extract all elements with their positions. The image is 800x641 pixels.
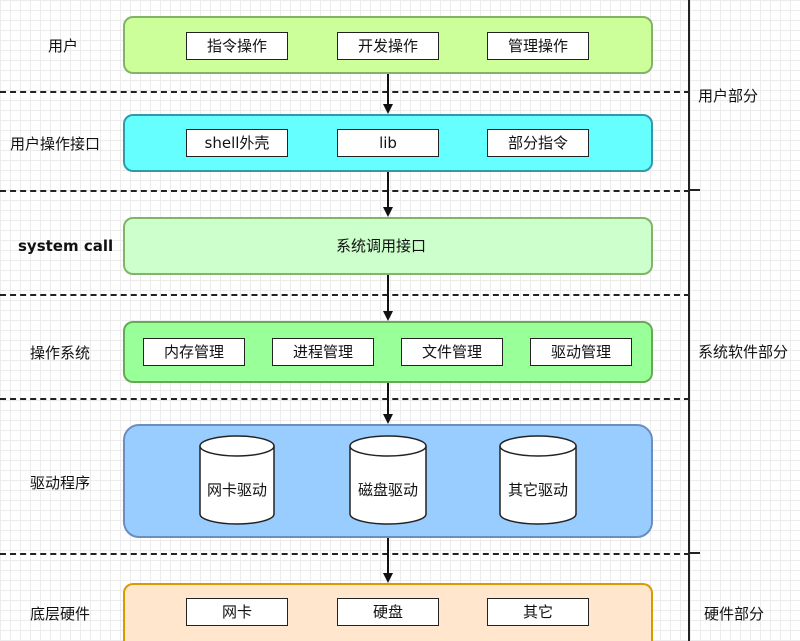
process-management-box: 进程管理 xyxy=(272,338,374,366)
row-label-syscall: system call xyxy=(18,237,114,255)
disk-driver-cylinder xyxy=(349,435,427,525)
other-driver-label: 其它驱动 xyxy=(507,481,568,499)
section-tick-2 xyxy=(688,552,700,554)
nic-driver-cylinder xyxy=(199,435,275,525)
section-label-hardware: 硬件部分 xyxy=(704,605,765,623)
lib-box: lib xyxy=(337,129,439,157)
divider-3 xyxy=(0,294,690,296)
row-label-hardware: 底层硬件 xyxy=(30,605,91,623)
management-operation-box: 管理操作 xyxy=(487,32,589,60)
row-label-os: 操作系统 xyxy=(30,344,91,362)
divider-5 xyxy=(0,553,690,555)
nic-box: 网卡 xyxy=(186,598,288,626)
section-label-system: 系统软件部分 xyxy=(698,343,789,361)
command-operation-box: 指令操作 xyxy=(186,32,288,60)
divider-4 xyxy=(0,398,690,400)
disk-box: 硬盘 xyxy=(337,598,439,626)
section-tick-1 xyxy=(688,189,700,191)
partial-command-box: 部分指令 xyxy=(487,129,589,157)
other-hardware-box: 其它 xyxy=(487,598,589,626)
row-label-driver: 驱动程序 xyxy=(30,474,91,492)
nic-driver-label: 网卡驱动 xyxy=(206,481,267,499)
syscall-interface-text: 系统调用接口 xyxy=(336,237,427,255)
section-label-user: 用户部分 xyxy=(698,87,759,105)
other-driver-cylinder xyxy=(499,435,577,525)
disk-driver-label: 磁盘驱动 xyxy=(357,481,418,499)
row-label-interface: 用户操作接口 xyxy=(10,135,101,153)
driver-management-box: 驱动管理 xyxy=(530,338,632,366)
syscall-layer xyxy=(123,217,653,275)
divider-1 xyxy=(0,91,690,93)
section-bracket xyxy=(688,0,690,641)
file-management-box: 文件管理 xyxy=(401,338,503,366)
memory-management-box: 内存管理 xyxy=(143,338,245,366)
divider-2 xyxy=(0,190,690,192)
development-operation-box: 开发操作 xyxy=(337,32,439,60)
row-label-user: 用户 xyxy=(48,37,79,55)
shell-box: shell外壳 xyxy=(186,129,288,157)
